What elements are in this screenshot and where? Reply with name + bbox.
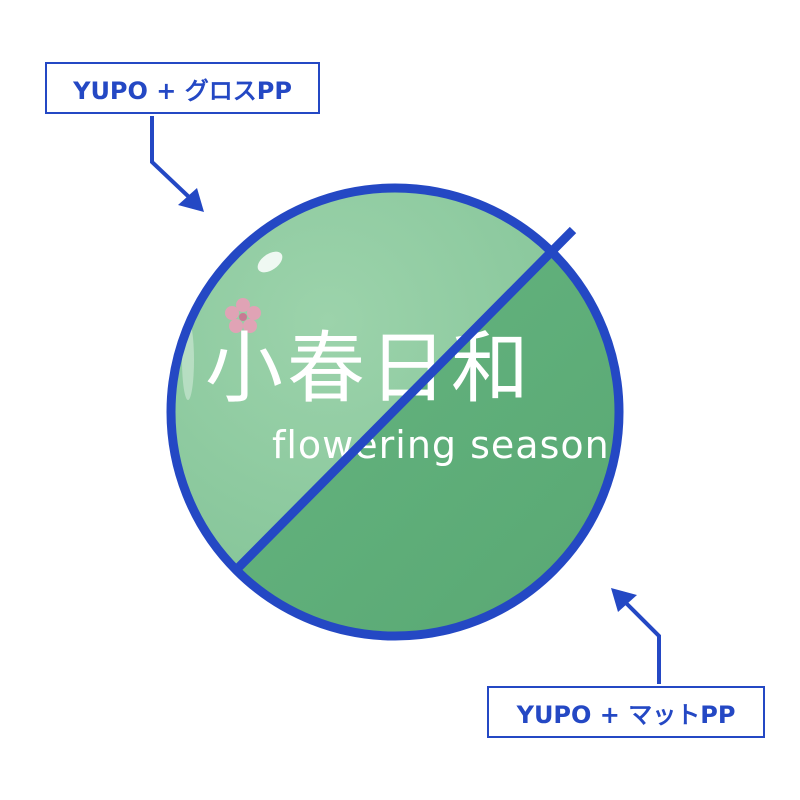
- gloss-highlight: [257, 251, 283, 273]
- badge-subtitle: flowering season: [272, 423, 610, 467]
- gloss-pp-label: YUPO + グロスPP: [45, 62, 320, 114]
- matte-pp-label: YUPO + マットPP: [487, 686, 765, 738]
- arrow-gloss: [150, 116, 204, 212]
- flower-icon: [225, 298, 261, 333]
- badge-title: 小春日和: [205, 324, 533, 414]
- matte-half: [238, 230, 619, 636]
- badge-outline: [166, 183, 624, 641]
- divider-line: [234, 226, 577, 572]
- arrow-matte: [611, 588, 661, 684]
